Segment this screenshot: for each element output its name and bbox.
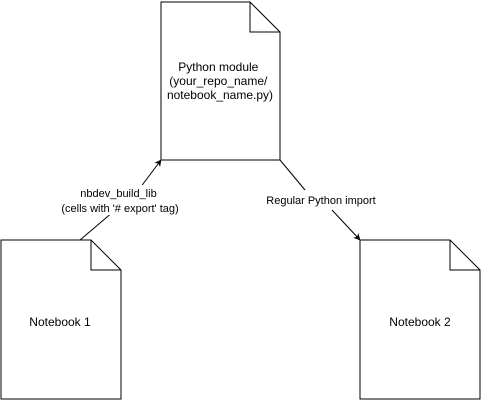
import-edge-label: Regular Python import — [266, 195, 375, 207]
import-edge-label-bg — [262, 191, 380, 207]
build-edge-label-bg — [52, 185, 188, 215]
import-edge: Regular Python import — [262, 159, 380, 241]
notebook-1-document: Notebook 1 — [0, 239, 122, 400]
build-arrow — [139, 159, 162, 189]
import-edge-line-upper — [279, 159, 306, 191]
import-arrow — [331, 209, 361, 241]
python-module-label-line: notebook_name.py) — [167, 88, 273, 102]
notebook-1-label: Notebook 1 — [29, 315, 91, 329]
notebook-2-label: Notebook 2 — [389, 315, 451, 329]
build-edge-label-line: nbdev_build_lib — [80, 188, 156, 200]
build-edge: nbdev_build_lib (cells with '# export' t… — [52, 159, 188, 241]
python-module-label-line: Python module — [178, 60, 258, 74]
build-edge-label-line: (cells with '# export' tag) — [61, 203, 178, 215]
notebook-2-document: Notebook 2 — [359, 239, 481, 400]
python-module-label-line: (your_repo_name/ — [169, 74, 268, 88]
python-module-document: Python module (your_repo_name/ notebook_… — [160, 1, 281, 161]
build-edge-label: nbdev_build_lib (cells with '# export' t… — [61, 188, 178, 215]
python-module-label: Python module (your_repo_name/ notebook_… — [167, 60, 273, 102]
